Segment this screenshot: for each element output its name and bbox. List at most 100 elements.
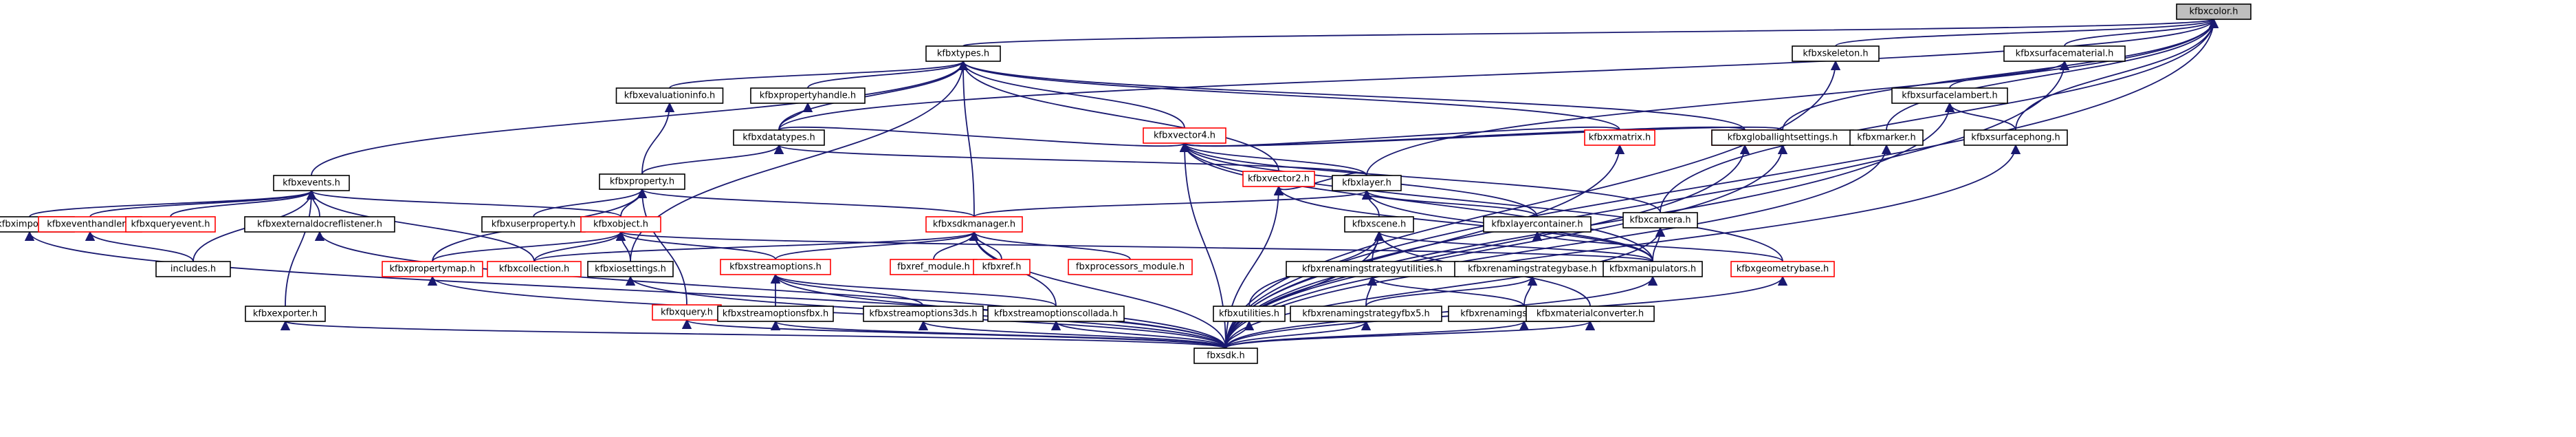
node-kfbxstreamoptionscollada[interactable]: kfbxstreamoptionscollada.h <box>987 306 1125 322</box>
node-kfbxqueryevent[interactable]: kfbxqueryevent.h <box>125 216 216 233</box>
node-fbxsdk[interactable]: fbxsdk.h <box>1193 348 1258 364</box>
node-kfbxmanipulators[interactable]: kfbxmanipulators.h <box>1603 261 1703 277</box>
node-box[interactable] <box>925 45 1001 62</box>
node-box[interactable] <box>863 306 984 322</box>
node-kfbxxmatrix[interactable]: kfbxxmatrix.h <box>1584 129 1655 146</box>
edge-kfbxlayer-to-kfbxvector4 <box>1179 142 1367 176</box>
node-kfbxvector4[interactable]: kfbxvector4.h <box>1143 127 1226 144</box>
node-box[interactable] <box>587 261 674 277</box>
node-box[interactable] <box>1290 306 1442 322</box>
node-box[interactable] <box>615 87 724 104</box>
node-box[interactable] <box>1849 129 1924 146</box>
node-box[interactable] <box>1143 127 1226 144</box>
edge-kfbxmanipulators-to-kfbxobject <box>616 231 1653 262</box>
node-kfbxscene[interactable]: kfbxscene.h <box>1344 216 1414 233</box>
node-kfbxcamera[interactable]: kfbxcamera.h <box>1622 212 1698 228</box>
node-kfbxstreamoptions[interactable]: kfbxstreamoptions.h <box>720 259 831 275</box>
node-kfbxproperty[interactable]: kfbxproperty.h <box>599 173 685 190</box>
node-box[interactable] <box>750 87 866 104</box>
node-box[interactable] <box>487 261 582 277</box>
node-box[interactable] <box>245 306 326 322</box>
node-kfbxobject[interactable]: kfbxobject.h <box>580 216 661 233</box>
node-kfbxmaterialconverter[interactable]: kfbxmaterialconverter.h <box>1526 306 1655 322</box>
edge-kfbxsurfacematerial-to-kfbxcolor <box>2064 18 2219 47</box>
node-kfbxdatatypes[interactable]: kfbxdatatypes.h <box>733 129 825 146</box>
edge-kfbxqueryevent-to-kfbxevents <box>170 189 317 217</box>
edge-fbxsdk-to-kfbxskeleton <box>1225 60 1841 349</box>
node-kfbxeventhandler[interactable]: kfbxeventhandler.h <box>38 216 142 233</box>
edge-kfbxmanipulators-to-kfbxscene <box>1374 231 1653 262</box>
node-kfbxprocessors_module[interactable]: fbxprocessors_module.h <box>1068 259 1193 275</box>
node-box[interactable] <box>987 306 1125 322</box>
node-box[interactable] <box>1213 306 1286 322</box>
node-box[interactable] <box>382 261 483 277</box>
node-box[interactable] <box>733 129 825 146</box>
node-kfbxrenamingstrategyfbx5[interactable]: kfbxrenamingstrategyfbx5.h <box>1290 306 1442 322</box>
edge-kfbxcollection-to-kfbxevents <box>306 189 535 262</box>
node-box[interactable] <box>273 175 350 191</box>
node-box[interactable] <box>1344 216 1414 233</box>
node-box[interactable] <box>1193 348 1258 364</box>
node-label: fbxprocessors_module.h <box>1076 262 1185 273</box>
node-box[interactable] <box>720 259 831 275</box>
node-kfbxpropertymap[interactable]: kfbxpropertymap.h <box>382 261 483 277</box>
node-kfbxrenamingstrategybase[interactable]: kfbxrenamingstrategybase.h <box>1454 261 1611 277</box>
node-fbxfilesdk_kfbxplugins_kfbxref_module[interactable]: fbxref_module.h <box>890 259 978 275</box>
node-kfbxcollection[interactable]: kfbxcollection.h <box>487 261 582 277</box>
node-kfbxsurfacematerial[interactable]: kfbxsurfacematerial.h <box>2003 45 2126 62</box>
node-box[interactable] <box>1068 259 1193 275</box>
edge-kfbxobject-to-kfbxproperty <box>620 188 648 217</box>
node-kfbxlayer[interactable]: kfbxlayer.h <box>1332 175 1402 191</box>
node-kfbxstreamoptions3ds[interactable]: kfbxstreamoptions3ds.h <box>863 306 984 322</box>
node-includes[interactable]: includes.h <box>155 261 231 277</box>
node-box[interactable] <box>1242 171 1315 187</box>
node-kfbxmarker[interactable]: kfbxmarker.h <box>1849 129 1924 146</box>
node-box[interactable] <box>2003 45 2126 62</box>
node-box[interactable] <box>1963 129 2068 146</box>
node-kfbxcolor[interactable]: kfbxcolor.h <box>2176 3 2252 20</box>
node-kfbxpropertyhandle[interactable]: kfbxpropertyhandle.h <box>750 87 866 104</box>
node-kfbxsurfacephong[interactable]: kfbxsurfacephong.h <box>1963 129 2068 146</box>
edge-kfbxproperty-to-kfbxdatatypes <box>641 144 784 175</box>
node-kfbxiosettings[interactable]: kfbxiosettings.h <box>587 261 674 277</box>
node-box[interactable] <box>973 259 1031 275</box>
edge-kfbxgloballightsettings-to-kfbxcolor <box>1782 18 2219 131</box>
node-kfbxexternaldocreflistener[interactable]: kfbxexternaldocreflistener.h <box>244 216 395 233</box>
node-kfbxvector2[interactable]: kfbxvector2.h <box>1242 171 1315 187</box>
node-box[interactable] <box>599 173 685 190</box>
node-label: kfbxskeleton.h <box>1803 49 1868 59</box>
node-box[interactable] <box>1332 175 1402 191</box>
node-box[interactable] <box>717 306 834 322</box>
node-kfbxevaluationinfo[interactable]: kfbxevaluationinfo.h <box>615 87 724 104</box>
node-kfbxuserproperty[interactable]: kfbxuserproperty.h <box>481 216 586 233</box>
node-box[interactable] <box>1526 306 1655 322</box>
node-kfbxskeleton[interactable]: kfbxskeleton.h <box>1792 45 1880 62</box>
node-kfbxutilities[interactable]: kfbxutilities.h <box>1213 306 1286 322</box>
node-kfbxevents[interactable]: kfbxevents.h <box>273 175 350 191</box>
edge-kfbxxmatrix-to-kfbxtypes <box>958 60 1620 131</box>
node-box[interactable] <box>580 216 661 233</box>
node-kfbxlayercontainer[interactable]: kfbxlayercontainer.h <box>1483 216 1592 233</box>
node-box[interactable] <box>1584 129 1655 146</box>
node-box[interactable] <box>1792 45 1880 62</box>
node-box[interactable] <box>125 216 216 233</box>
node-kfbxstreamoptionsfbx[interactable]: kfbxstreamoptionsfbx.h <box>717 306 834 322</box>
node-kfbxrenamingstrategyutilities[interactable]: kfbxrenamingstrategyutilities.h <box>1286 261 1459 277</box>
node-kfbxsurfacelambert[interactable]: kfbxsurfacelambert.h <box>1891 87 2008 104</box>
node-box[interactable] <box>1730 261 1835 277</box>
node-box[interactable] <box>2176 3 2252 20</box>
node-box[interactable] <box>155 261 231 277</box>
node-box[interactable] <box>244 216 395 233</box>
node-kfbxgloballightsettings[interactable]: kfbxgloballightsettings.h <box>1711 129 1854 146</box>
node-kfbxsdkmanager[interactable]: kfbxsdkmanager.h <box>925 216 1023 233</box>
node-kfbxgeometrybase[interactable]: kfbxgeometrybase.h <box>1730 261 1835 277</box>
node-kfbxquery[interactable]: kfbxquery.h <box>652 304 722 321</box>
node-kfbxtypes[interactable]: kfbxtypes.h <box>925 45 1001 62</box>
node-box[interactable] <box>1891 87 2008 104</box>
node-kfbxref[interactable]: kfbxref.h <box>973 259 1031 275</box>
node-kfbxexporter[interactable]: kfbxexporter.h <box>245 306 326 322</box>
node-box[interactable] <box>1622 212 1698 228</box>
node-box[interactable] <box>1483 216 1592 233</box>
node-box[interactable] <box>925 216 1023 233</box>
node-box[interactable] <box>1603 261 1703 277</box>
